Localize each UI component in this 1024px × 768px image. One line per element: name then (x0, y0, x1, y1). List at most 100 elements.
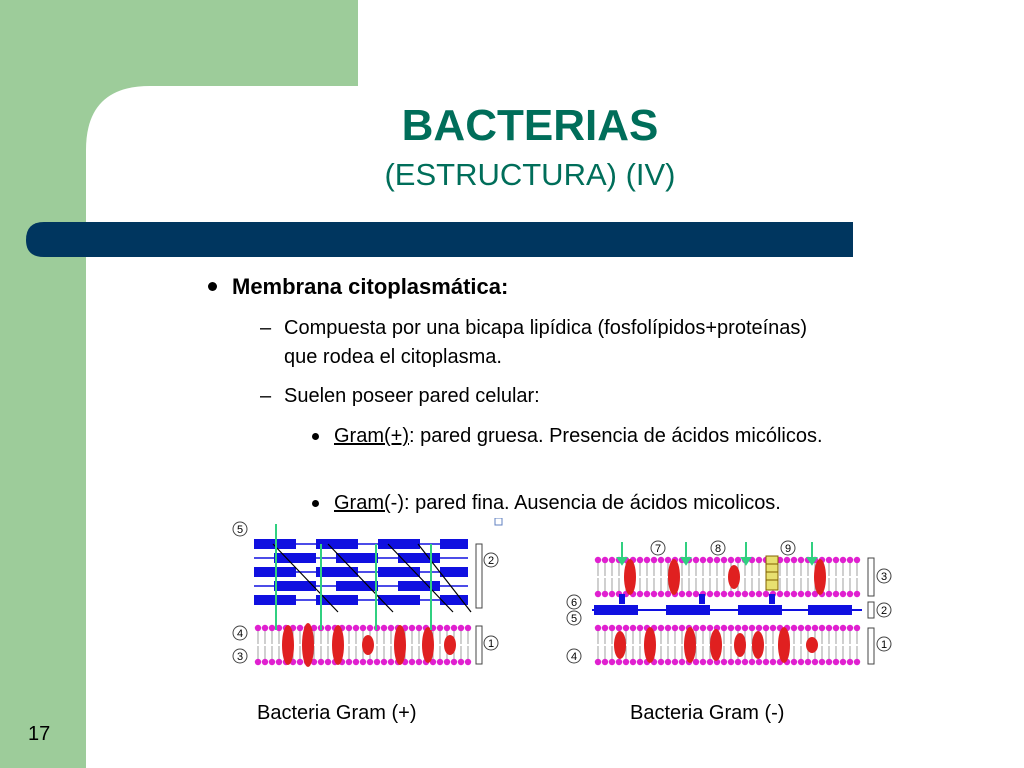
lipid-head (615, 624, 623, 632)
lipid-head (727, 658, 735, 666)
lipid-head (352, 624, 360, 632)
label-marker-8: 8 (710, 540, 726, 556)
lipid-head (310, 624, 318, 632)
lipid-head (324, 624, 332, 632)
inner-protein (614, 631, 626, 659)
lipid-head (261, 658, 269, 666)
gram-negative-link[interactable]: Gram( (334, 492, 391, 514)
lipid-head (706, 658, 714, 666)
lipid-head (685, 590, 693, 598)
lipid-head (268, 658, 276, 666)
lipid-head (664, 590, 672, 598)
peptidoglycan-block (666, 605, 710, 615)
lipid-head (359, 658, 367, 666)
lipid-bilayer (254, 623, 472, 667)
lipid-head (261, 624, 269, 632)
lipid-head (608, 624, 616, 632)
lipid-head (429, 658, 437, 666)
peptidoglycan-wall (254, 539, 468, 605)
lipid-head (650, 556, 658, 564)
lipid-head (713, 590, 721, 598)
lipid-head (359, 624, 367, 632)
lipid-head (748, 590, 756, 598)
peptidoglycan-block (594, 605, 638, 615)
lipid-head (692, 624, 700, 632)
membrane-protein (394, 625, 406, 665)
membrane-protein (444, 635, 456, 655)
label-marker-2: 2 (475, 543, 499, 609)
lipid-head (664, 658, 672, 666)
lipid-head (692, 658, 700, 666)
inner-protein (644, 627, 656, 663)
lipid-head (741, 658, 749, 666)
lipid-head (464, 624, 472, 632)
lipid-head (636, 624, 644, 632)
lipid-head (601, 624, 609, 632)
composition-text: Compuesta por una bicapa lipídica (fosfo… (284, 317, 808, 368)
lipid-head (734, 590, 742, 598)
bullet-dot-icon (312, 433, 319, 440)
label-marker-3: 3 (867, 557, 892, 597)
label-marker-9: 9 (780, 540, 796, 556)
label-3-text: 3 (881, 571, 887, 583)
lipid-head (832, 556, 840, 564)
cell-wall-text: Suelen poseer pared celular: (284, 385, 540, 407)
lipid-head (825, 556, 833, 564)
lipoprotein-link (699, 594, 705, 604)
lipid-head (853, 590, 861, 598)
lipid-head (615, 658, 623, 666)
lipid-head (825, 624, 833, 632)
lipid-head (797, 590, 805, 598)
lipid-head (755, 590, 763, 598)
membrane-protein (302, 623, 314, 667)
lipid-head (818, 624, 826, 632)
gram-positive-label-markers: 5 2 4 3 1 (232, 521, 499, 665)
lipid-head (408, 658, 416, 666)
lipid-head (804, 658, 812, 666)
membrane-protein (282, 625, 294, 665)
inner-protein (806, 637, 818, 653)
gram-negative-text: Gram(-): pared fina. Ausencia de ácidos … (334, 489, 894, 518)
inner-protein (684, 627, 696, 663)
lipid-head (727, 590, 735, 598)
membrane-protein (422, 627, 434, 663)
label-marker-2: 2 (867, 601, 892, 619)
lipid-head (853, 658, 861, 666)
lipid-head (839, 590, 847, 598)
lipid-head (324, 658, 332, 666)
inner-protein (778, 627, 790, 663)
label-marker-3: 3 (232, 648, 248, 664)
lipid-head (643, 556, 651, 564)
lipid-head (387, 658, 395, 666)
lipid-head (415, 658, 423, 666)
lipid-head (839, 624, 847, 632)
lipid-head (310, 658, 318, 666)
lipid-head (608, 556, 616, 564)
label-5-text: 5 (571, 613, 577, 625)
thin-peptidoglycan-wall (592, 594, 862, 615)
lipid-head (380, 658, 388, 666)
lipid-head (783, 556, 791, 564)
lipid-head (741, 590, 749, 598)
lipid-head (706, 590, 714, 598)
lipid-head (720, 624, 728, 632)
label-7-text: 7 (655, 543, 661, 555)
gram-positive-caption: Bacteria Gram (+) (257, 702, 417, 724)
lipid-head (629, 624, 637, 632)
lipid-head (678, 658, 686, 666)
teichoic-acid-lines (272, 543, 472, 613)
gram-positive-link[interactable]: Gram(+) (334, 425, 409, 447)
lipid-head (636, 658, 644, 666)
lipid-head (352, 658, 360, 666)
lipid-head (776, 590, 784, 598)
label-marker-1: 1 (475, 625, 499, 665)
lipid-head (408, 624, 416, 632)
lipid-head (594, 590, 602, 598)
lipid-head (825, 658, 833, 666)
lipoprotein-link (619, 594, 625, 604)
lipid-head (636, 556, 644, 564)
bullet-dot-icon (312, 500, 319, 507)
lipid-head (839, 556, 847, 564)
lipid-head (629, 658, 637, 666)
lipid-head (387, 624, 395, 632)
